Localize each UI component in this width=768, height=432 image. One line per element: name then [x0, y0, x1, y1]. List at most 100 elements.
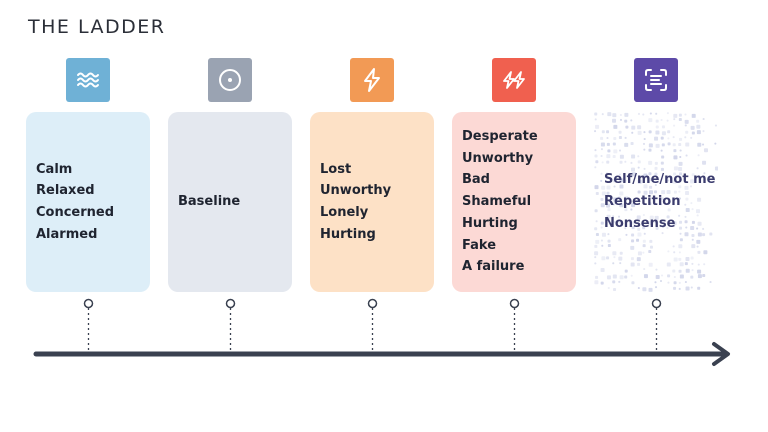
noise-pixel — [684, 220, 688, 224]
noise-pixel — [691, 233, 695, 237]
noise-pixel — [637, 251, 642, 256]
noise-pixel — [661, 143, 665, 147]
noise-pixel — [643, 184, 648, 189]
list-item: Repetition — [604, 194, 681, 210]
noise-pixel — [607, 239, 611, 243]
noise-pixel — [649, 215, 654, 220]
noise-pixel — [673, 166, 678, 171]
noise-pixel — [649, 185, 653, 189]
noise-pixel — [600, 172, 603, 175]
noise-pixel — [673, 281, 677, 285]
noise-pixel — [630, 142, 634, 146]
list-item: Relaxed — [36, 183, 95, 199]
noise-pixel — [619, 262, 622, 265]
noise-pixel — [690, 125, 695, 130]
page-title: THE LADDER — [28, 16, 166, 38]
noise-pixel — [624, 227, 627, 230]
noise-pixel — [655, 112, 658, 115]
stage-card-lost: Lost Unworthy Lonely Hurting — [310, 112, 434, 292]
noise-pixel — [637, 130, 642, 135]
noise-pixel — [600, 148, 603, 151]
noise-pixel — [594, 209, 598, 213]
noise-pixel — [624, 160, 627, 163]
noise-pixel — [606, 154, 611, 159]
noise-pixel — [600, 136, 604, 140]
noise-pixel — [661, 274, 664, 277]
noise-pixel — [691, 238, 694, 241]
noise-pixel — [601, 130, 605, 134]
noise-pixel — [642, 239, 646, 243]
noise-pixel — [631, 233, 635, 237]
noise-pixel — [655, 125, 659, 129]
noise-pixel — [613, 220, 616, 223]
noise-pixel — [594, 118, 597, 121]
noise-pixel — [619, 118, 622, 121]
noise-pixel — [660, 220, 664, 224]
noise-pixel — [594, 185, 599, 190]
noise-pixel — [643, 137, 646, 140]
noise-pixel — [618, 220, 622, 224]
noise-pixel — [600, 142, 605, 147]
noise-pixel — [594, 112, 598, 116]
noise-pixel — [660, 161, 664, 165]
noise-pixel — [618, 280, 621, 283]
noise-pixel — [642, 226, 646, 230]
noise-pixel — [697, 221, 702, 226]
noise-pixel — [619, 160, 623, 164]
noise-pixel — [642, 214, 645, 217]
noise-pixel — [607, 208, 611, 212]
noise-pixel — [612, 118, 617, 123]
list-item: Concerned — [36, 205, 115, 220]
noise-pixel — [637, 112, 640, 115]
noise-pixel — [618, 136, 622, 140]
noise-pixel — [678, 244, 683, 249]
noise-pixel — [607, 233, 610, 236]
noise-pixel — [678, 113, 682, 117]
noise-pixel — [672, 245, 675, 248]
noise-pixel — [642, 287, 647, 292]
noise-pixel — [666, 112, 669, 115]
double-lightning-icon — [492, 58, 536, 102]
noise-pixel — [654, 184, 657, 187]
noise-pixel — [666, 262, 671, 267]
noise-pixel — [654, 172, 658, 176]
noise-pixel — [637, 155, 640, 158]
noise-pixel — [643, 190, 648, 195]
noise-pixel — [607, 112, 612, 117]
noise-pixel — [679, 274, 684, 279]
noise-pixel — [624, 196, 629, 201]
noise-pixel — [684, 281, 687, 284]
noise-pixel — [630, 245, 635, 250]
noise-pixel — [690, 256, 694, 260]
noise-pixel — [600, 281, 604, 285]
noise-pixel — [594, 130, 597, 133]
noise-pixel — [684, 113, 687, 116]
noise-pixel — [702, 227, 705, 230]
noise-pixel — [594, 251, 599, 256]
noise-pixel — [690, 136, 693, 139]
noise-pixel — [666, 190, 671, 195]
scan-text-icon — [634, 58, 678, 102]
noise-pixel — [624, 142, 629, 147]
noise-pixel — [649, 112, 652, 115]
stage-card-calm: Calm Relaxed Concerned Alarmed — [26, 112, 150, 292]
noise-pixel — [600, 268, 605, 273]
noise-pixel — [660, 280, 663, 283]
noise-pixel — [703, 148, 708, 153]
noise-pixel — [691, 173, 695, 177]
noise-pixel — [648, 250, 652, 254]
noise-pixel — [637, 190, 641, 194]
noise-pixel — [606, 130, 610, 134]
stage-list-baseline: Baseline — [178, 191, 282, 213]
noise-pixel — [696, 245, 699, 248]
noise-pixel — [660, 136, 664, 140]
noise-pixel — [619, 113, 622, 116]
noise-pixel — [655, 286, 658, 289]
noise-pixel — [667, 142, 671, 146]
noise-pixel — [696, 124, 701, 129]
noise-pixel — [631, 125, 636, 130]
list-item: Hurting — [462, 215, 518, 231]
noise-pixel — [594, 280, 599, 285]
noise-pixel — [600, 197, 604, 201]
noise-pixel — [666, 226, 669, 229]
